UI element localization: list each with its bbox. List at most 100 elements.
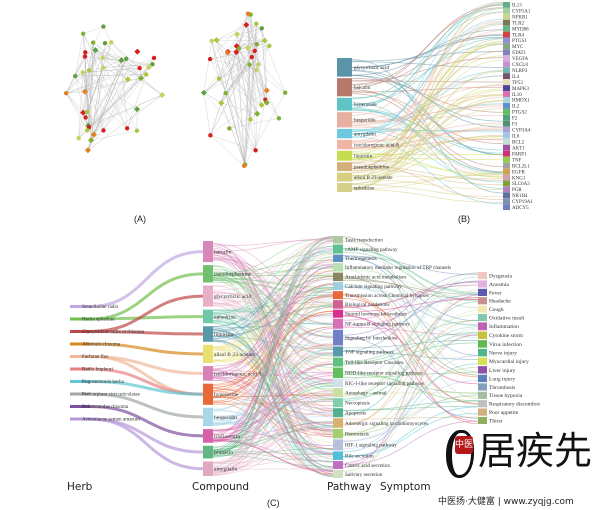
sankey-link [351,34,504,69]
target-label: F3 [512,123,518,128]
network-node [82,54,88,59]
sankey-link [351,159,504,175]
sankey-link [351,8,504,100]
sankey-link [212,416,334,424]
network-edge [251,45,270,58]
sankey-link [212,241,334,315]
target-node [503,79,510,86]
sankey-link [212,387,334,424]
symptom-label: Cytokine storm [489,333,524,339]
sankey-link [212,315,334,455]
sankey-link [212,306,334,388]
network-edge [245,23,257,165]
compound-label: ephedrine [354,185,375,191]
compound-label: irisflorentin [214,433,240,440]
pathway-node [333,418,343,428]
herb-node [70,392,90,396]
network-edge [90,57,155,141]
network-edge [91,130,137,141]
symptom-node [478,313,487,322]
sankey-link [212,379,334,407]
network-node [207,56,213,62]
compound-node [203,461,213,476]
sankey-link [89,330,204,336]
pathway-label: Calcium signaling pathway [345,284,402,290]
compound-label: baicalin [354,85,371,91]
sankey-link [212,276,334,391]
compound-node [337,172,352,182]
sankey-link [212,251,334,410]
compound-node [203,326,213,342]
sankey-link [212,370,334,476]
network-node [263,87,270,94]
sankey-link [212,278,334,381]
sankey-link [342,412,479,458]
sankey-link [212,327,334,468]
network-node [145,64,152,71]
symptom-label: Fever [489,290,502,296]
network-edge [89,94,163,128]
target-node [503,204,510,210]
network-edge [210,90,267,136]
network-edge [211,40,246,165]
network-node [276,116,282,121]
sankey-link [351,1,504,116]
target-label: MYD88 [512,27,529,32]
network-edge [245,119,251,165]
sankey-link [89,342,204,356]
network-edge [227,52,262,106]
network-edge [83,26,104,34]
symptom-node [478,340,487,348]
sankey-link [342,297,479,327]
pathway-label: Biological oxidations [345,302,390,308]
pathway-node [333,282,343,291]
network-edge [102,57,128,80]
network-edge [86,70,90,112]
sankey-link [212,268,334,276]
network-edge [127,74,147,129]
pathway-label: NF-kappa B signaling pathway [345,322,410,328]
sankey-link [212,258,334,293]
sankey-link [342,255,479,276]
network-edge [250,14,256,151]
symptom-label: Nerve injury [489,351,517,357]
target-node [503,43,510,50]
sankey-link [212,309,334,326]
network-node [124,126,130,131]
sankey-link [212,311,334,386]
sankey-link [342,290,479,381]
sankey-link [212,432,334,476]
sankey-link [212,318,334,416]
network-node [258,102,265,109]
sankey-link [342,284,479,381]
sankey-link [212,377,334,455]
network-edge [126,58,149,68]
sankey-link [351,29,504,76]
compound-node [337,139,352,150]
sankey-link [212,372,334,400]
network-node [143,72,149,77]
sankey-link [342,342,479,365]
network-edge [93,42,163,96]
sankey-link [212,272,334,357]
sankey-link [212,338,334,410]
network-node [254,67,259,73]
target-label: MAPK3 [512,87,529,92]
pathway-node [333,357,343,367]
sankey-link [89,380,204,396]
network-edge [95,49,140,69]
sankey-link [212,305,334,438]
sankey-link [212,428,334,442]
sankey-link [351,100,504,177]
target-label: ADCY5 [512,206,529,211]
sankey-link [351,136,504,180]
sankey-link [212,410,334,473]
sankey-link [212,335,334,350]
target-node [503,7,510,14]
network-edge [103,64,153,68]
sankey-link [212,382,334,436]
target-node [503,97,510,103]
sankey-link [212,290,334,364]
sankey-link [212,438,334,473]
watermark-tagline: 中医扬·大健富 | www.zyqjg.com [438,497,574,507]
